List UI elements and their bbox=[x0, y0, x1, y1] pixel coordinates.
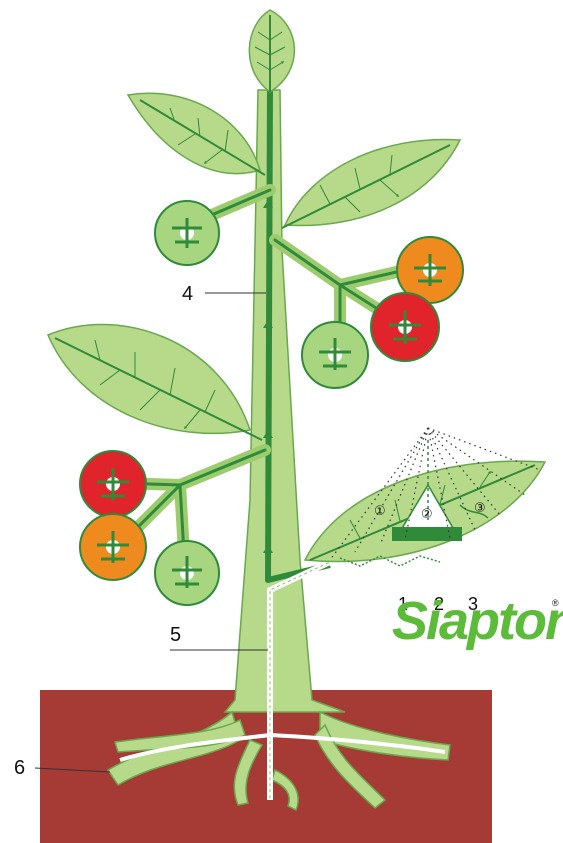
leaf-step-2: ② bbox=[421, 507, 433, 522]
fruit-orange-left bbox=[80, 514, 146, 580]
middle-left-leaf bbox=[48, 324, 262, 440]
soil bbox=[40, 690, 492, 843]
top-leaf bbox=[249, 10, 294, 92]
fruit-green-upper-left bbox=[155, 201, 219, 265]
callout-label-5: 5 bbox=[170, 625, 181, 645]
logo-wordmark: Siapton bbox=[392, 590, 563, 652]
fruit-green-lower bbox=[155, 541, 219, 605]
leaf-step-3: ③ bbox=[474, 501, 486, 516]
upper-right-leaf bbox=[282, 140, 460, 228]
leaf-step-1: ① bbox=[374, 504, 386, 519]
callout-label-6: 6 bbox=[14, 758, 25, 778]
logo-registered-mark: ® bbox=[552, 598, 559, 608]
fruit-red-left bbox=[80, 451, 146, 517]
lower-right-leaf bbox=[305, 428, 545, 566]
fruit-red-right bbox=[371, 293, 439, 361]
callout-label-4: 4 bbox=[182, 284, 193, 304]
upper-left-leaf bbox=[128, 93, 265, 175]
fruit-green-middle bbox=[302, 322, 368, 388]
siapton-logo: 1 2 3 Siapton ® bbox=[392, 580, 562, 670]
